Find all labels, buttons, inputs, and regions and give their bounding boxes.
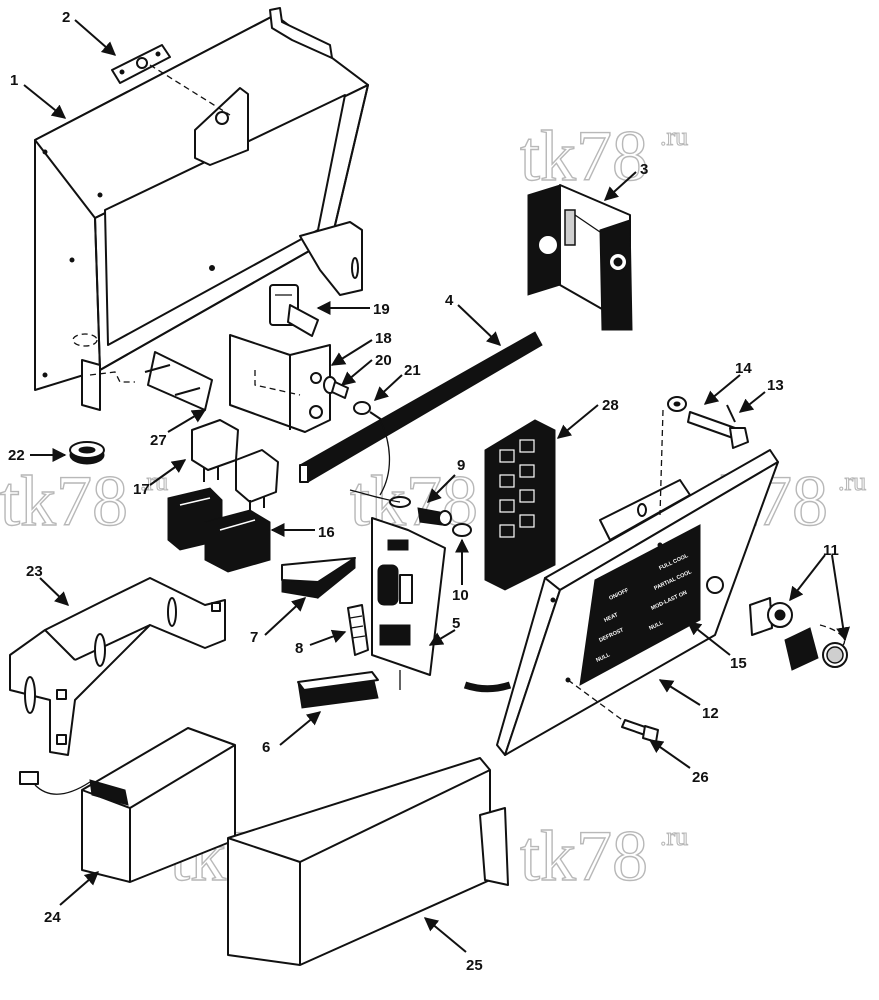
- part-connector: [347, 604, 369, 656]
- part-wedge: [281, 557, 356, 600]
- panel-label-heat: HEAT: [603, 612, 619, 624]
- callout-4: 4: [445, 292, 454, 309]
- part-control-label-panel: ON/OFF HEAT DEFROST NULL FULL COOL PARTI…: [579, 524, 701, 686]
- leader-20: [340, 359, 373, 386]
- part-terminal-strip: [299, 331, 543, 483]
- callout-2: 2: [62, 9, 70, 26]
- leader-8: [309, 629, 347, 646]
- part-bolt-washer: [659, 396, 749, 516]
- part-relay-module: [527, 184, 633, 331]
- part-toggle-switch: [269, 284, 319, 337]
- leader-14: [703, 374, 741, 405]
- part-relays: [191, 419, 279, 512]
- leader-18: [330, 339, 373, 366]
- watermark-suffix-7: .ru: [660, 822, 688, 851]
- leader-15: [686, 621, 731, 656]
- part-mounting-bracket: [9, 577, 226, 756]
- callout-15: 15: [730, 655, 747, 672]
- part-enclosure-box: [34, 7, 369, 411]
- panel-label-null-right: NULL: [648, 620, 664, 632]
- part-strap: [463, 681, 512, 693]
- part-cover: [227, 757, 509, 966]
- leader-4: [457, 304, 502, 346]
- part-inner-bracket: [149, 64, 249, 166]
- part-bar: [297, 671, 379, 709]
- callout-numbers: 1 2 3 4 5 6 7 8 9 10 11 12 13 14 15 16 1…: [8, 9, 839, 974]
- callout-1: 1: [10, 72, 18, 89]
- part-mounting-plate: [111, 44, 171, 84]
- leader-27: [167, 409, 207, 433]
- watermark-7: tk78 .ru: [519, 815, 688, 896]
- watermark-suffix-5: .ru: [838, 467, 866, 496]
- part-fuse-block: [484, 419, 556, 591]
- callout-18: 18: [375, 330, 392, 347]
- part-receptacle-connector: [749, 597, 848, 671]
- leader-6: [279, 711, 322, 746]
- callout-23: 23: [26, 563, 43, 580]
- leader-7: [264, 597, 307, 636]
- leader-23: [39, 577, 70, 606]
- leader-13: [738, 391, 766, 413]
- callout-25: 25: [466, 957, 483, 974]
- leader-lines: [23, 19, 851, 953]
- watermark-2: tk78 .ru: [519, 115, 688, 196]
- leader-11b: [831, 554, 851, 642]
- part-fuse-holder: [349, 489, 472, 537]
- leader-12: [658, 679, 701, 706]
- part-switch-bracket: [229, 334, 331, 433]
- watermark-suffix-2: .ru: [660, 122, 688, 151]
- leader-21: [373, 374, 403, 401]
- leader-28: [556, 404, 599, 439]
- callout-6: 6: [262, 739, 270, 756]
- watermark-main-7: tk78: [520, 816, 648, 896]
- leader-25: [423, 917, 467, 953]
- callout-28: 28: [602, 397, 619, 414]
- watermark-main-3: tk78: [0, 461, 128, 541]
- callout-12: 12: [702, 705, 719, 722]
- callout-13: 13: [767, 377, 784, 394]
- part-battery: [19, 727, 236, 883]
- leader-5: [428, 629, 456, 646]
- callout-20: 20: [375, 352, 392, 369]
- part-nut-washer: [323, 376, 391, 496]
- callout-16: 16: [318, 524, 335, 541]
- part-circuit-board: [371, 517, 446, 690]
- callout-21: 21: [404, 362, 421, 379]
- callout-17: 17: [133, 481, 150, 498]
- panel-label-null-left: NULL: [595, 652, 611, 664]
- leader-1: [23, 84, 67, 119]
- leader-2: [74, 19, 117, 56]
- watermark-3: tk78 .ru: [0, 460, 169, 541]
- callout-22: 22: [8, 447, 25, 464]
- watermark-main-2: tk78: [520, 116, 648, 196]
- callout-3: 3: [640, 161, 648, 178]
- callout-26: 26: [692, 769, 709, 786]
- callout-11: 11: [823, 542, 839, 559]
- part-grommet: [69, 441, 105, 465]
- callout-5: 5: [452, 615, 460, 632]
- leader-17: [149, 459, 187, 486]
- callout-7: 7: [250, 629, 258, 646]
- callout-10: 10: [452, 587, 469, 604]
- callout-8: 8: [295, 640, 303, 657]
- callout-14: 14: [735, 360, 752, 377]
- callout-27: 27: [150, 432, 167, 449]
- leader-24: [59, 871, 100, 906]
- callout-9: 9: [457, 457, 465, 474]
- leader-9: [427, 474, 456, 503]
- leader-11a: [789, 554, 826, 602]
- callout-19: 19: [373, 301, 390, 318]
- leader-3: [603, 171, 637, 201]
- leader-26: [648, 739, 691, 769]
- part-relay-sockets: [167, 487, 271, 573]
- callout-24: 24: [44, 909, 61, 926]
